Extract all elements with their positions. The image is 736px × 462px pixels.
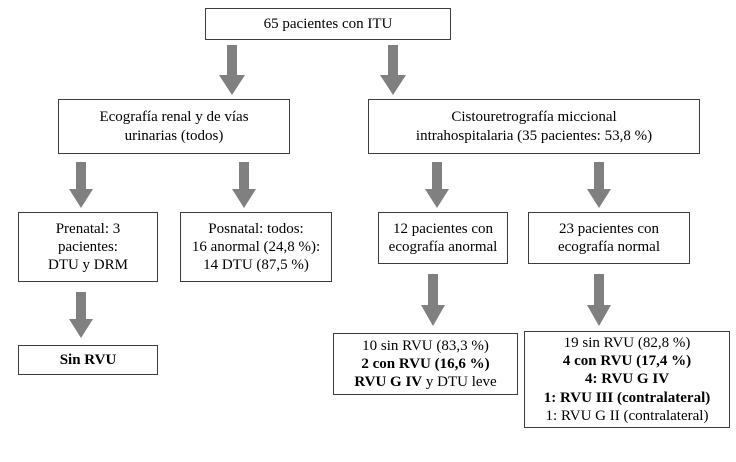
arrow-top-to-cistouretrografia: [380, 45, 406, 95]
node-normal-ultrasound: 23 pacientes con ecografía normal: [528, 212, 690, 264]
node-renal-ultrasound: Ecografía renal y de vías urinarias (tod…: [58, 99, 290, 154]
node-line: intrahospitalaria (35 pacientes: 53,8 %): [415, 127, 653, 144]
node-line: Sin RVU: [59, 351, 117, 368]
node-line: 10 sin RVU (83,3 %): [362, 337, 489, 354]
arrow-prenatal-to-sin-rvu: [69, 292, 93, 338]
node-no-vur: Sin RVU: [18, 345, 158, 375]
node-line: 14 DTU (87,5 %): [203, 257, 309, 274]
node-line: Prenatal: 3: [55, 220, 121, 237]
arrow-ecografia-to-posnatal: [232, 162, 256, 208]
arrow-eco-anormal-to-resultado: [421, 274, 445, 326]
arrow-cums-to-eco-anormal: [425, 162, 449, 208]
node-line: ecografía normal: [557, 239, 661, 255]
node-line: 4 con RVU (17,4 %): [562, 353, 692, 370]
arrow-cums-to-eco-normal: [587, 162, 611, 208]
node-line: 16 anormal (24,8 %):: [191, 238, 321, 255]
node-line: 2 con RVU (16,6 %): [361, 355, 490, 372]
node-voiding-cystourethrography: Cistouretrografía miccional intrahospita…: [368, 99, 700, 154]
node-abnormal-ultrasound: 12 pacientes con ecografía anormal: [378, 212, 508, 264]
node-line: ecografía anormal: [388, 239, 498, 255]
node-result-normal-group: 19 sin RVU (82,8 %) 4 con RVU (17,4 %) 4…: [524, 331, 730, 428]
node-line: urinarias (todos): [124, 127, 224, 144]
node-line: Posnatal: todos:: [208, 220, 304, 237]
node-line-mixed: RVU G IV y DTU leve: [354, 373, 496, 391]
node-line: 12 pacientes con: [393, 220, 493, 237]
node-line: Ecografía renal y de vías: [99, 109, 249, 126]
node-line: 19 sin RVU (82,8 %): [563, 334, 691, 351]
node-result-abnormal-group: 10 sin RVU (83,3 %) 2 con RVU (16,6 %) R…: [333, 333, 518, 395]
node-line: 4: RVU G IV: [584, 371, 670, 388]
node-line: pacientes:: [58, 238, 118, 255]
node-line: 1: RVU G II (contralateral): [545, 407, 709, 424]
node-posnatal: Posnatal: todos: 16 anormal (24,8 %): 14…: [180, 212, 332, 282]
arrow-top-to-ecografia: [219, 45, 245, 95]
node-line: DTU y DRM: [47, 257, 128, 274]
node-line-plain-part: y DTU leve: [422, 374, 497, 391]
arrow-ecografia-to-prenatal: [69, 162, 93, 208]
arrow-eco-normal-to-resultado: [587, 274, 611, 326]
node-total-patients: 65 pacientes con ITU: [205, 8, 451, 40]
node-line: Cistouretrografía miccional: [451, 109, 617, 126]
node-line: 23 pacientes con: [559, 220, 659, 237]
node-line: 65 pacientes con ITU: [263, 15, 393, 32]
node-line: 1: RVU III (contralateral): [543, 389, 711, 406]
node-line-bold-part: RVU G IV: [354, 374, 423, 391]
node-prenatal: Prenatal: 3 pacientes: DTU y DRM: [18, 212, 158, 282]
